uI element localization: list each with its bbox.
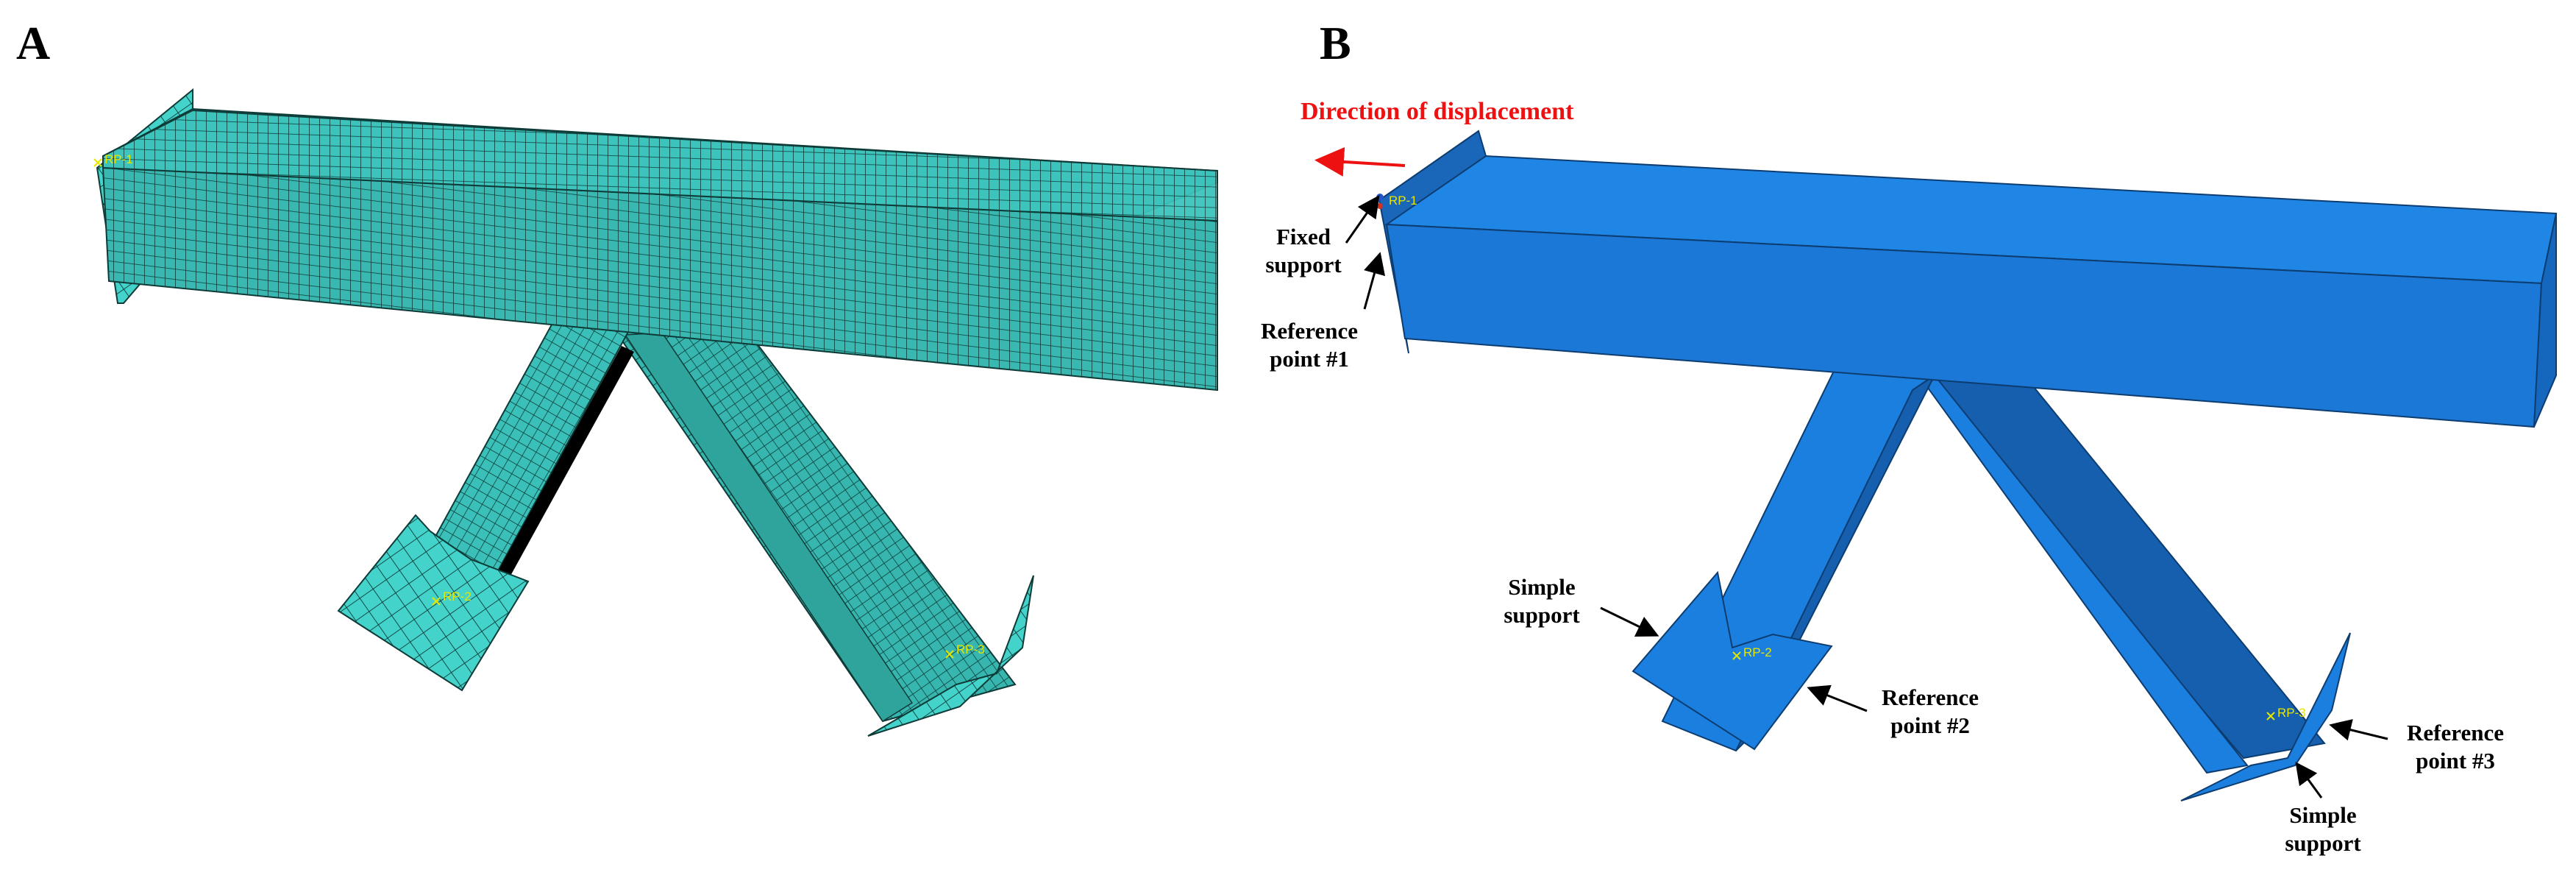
svg-text:RP-2: RP-2 [1743,645,1772,659]
annotation-simple-support-left: Simple support [1504,574,1659,637]
rp2-marker-b: RP-2 [1732,645,1772,660]
rp3-marker-b: RP-3 [2266,706,2306,721]
annotation-fixed-support: Fixed support [1265,195,1380,277]
svg-text:Simple: Simple [1508,574,1575,600]
rp3-marker-a: RP-3 [945,642,985,659]
rp2-marker-a: RP-2 [432,590,472,606]
support-plate-right-b [2180,632,2351,801]
panel-letter-b: B [1320,17,1351,69]
beam-topface-a [102,109,1218,222]
svg-text:RP-1: RP-1 [1389,194,1417,208]
direction-label: Direction of displacement [1301,98,1574,125]
svg-text:support: support [1265,252,1342,277]
svg-text:point #1: point #1 [1270,346,1349,372]
svg-text:RP-3: RP-3 [956,642,985,656]
annotation-reference-point-3: Reference point #3 [2329,719,2504,773]
svg-text:RP-1: RP-1 [104,152,133,166]
rp1-marker-a: RP-1 [93,152,133,167]
svg-text:support: support [1504,602,1580,628]
annotation-simple-support-right: Simple support [2285,762,2361,856]
panel-letter-a: A [16,17,50,69]
annotation-reference-point-2: Reference point #2 [1807,684,1979,738]
svg-text:Simple: Simple [2289,802,2356,828]
direction-arrow [1314,146,1406,177]
panel-a: A RP-1 RP-2 RP-3 [16,17,1218,737]
annotation-reference-point-1: Reference point #1 [1261,252,1386,372]
svg-text:support: support [2285,830,2361,856]
svg-text:Reference: Reference [1261,318,1358,344]
svg-text:point #3: point #3 [2416,748,2495,773]
svg-text:Reference: Reference [2407,720,2504,746]
panel-b: B Direction of displacement RP-1 RP-2 [1261,17,2558,856]
svg-text:RP-2: RP-2 [443,590,472,603]
support-plate-right-a [867,575,1034,737]
svg-text:point #2: point #2 [1890,712,1970,738]
svg-text:Reference: Reference [1882,684,1979,710]
svg-text:RP-3: RP-3 [2277,706,2306,720]
support-plate-left-a [337,514,530,692]
support-plate-left-b [1632,570,1833,751]
beam-end-b [2533,213,2557,428]
svg-text:Fixed: Fixed [1276,224,1331,249]
